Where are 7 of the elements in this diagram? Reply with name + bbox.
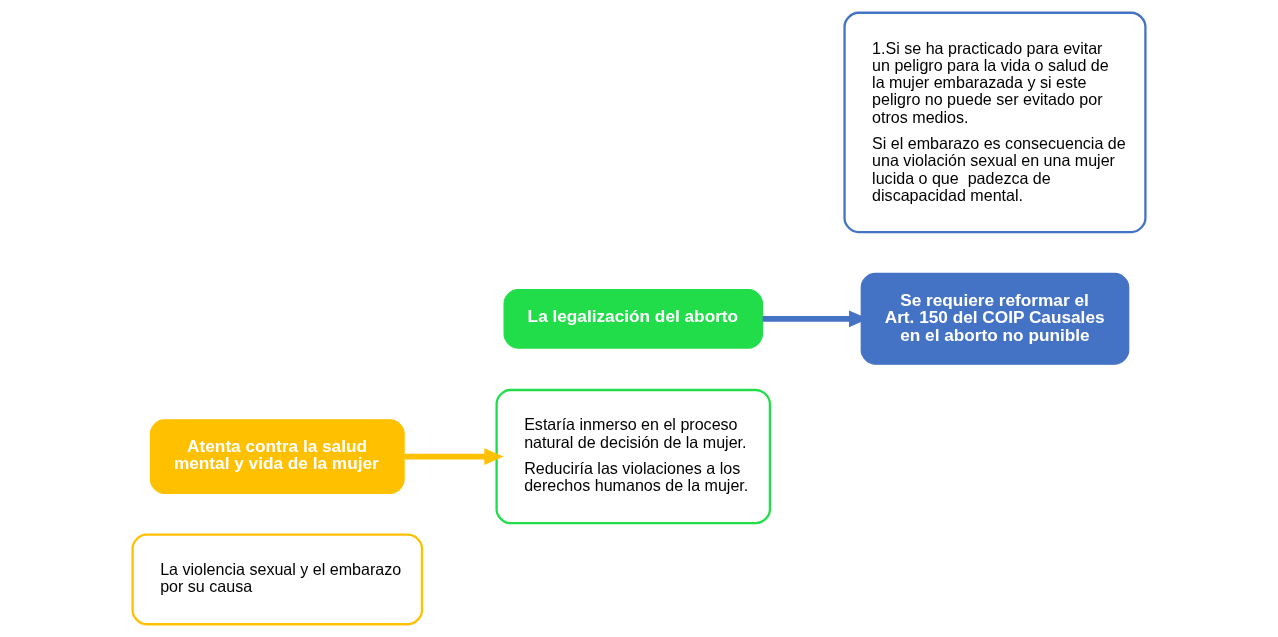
node-box: Se requiere reformar el Art. 150 del COIP Causales en el aborto no punible	[860, 272, 1130, 365]
node-box: La legalización del aborto	[503, 288, 763, 349]
node-box: Atenta contra la salud mental y vida de la mujer	[149, 419, 405, 494]
arrow	[404, 448, 504, 465]
node-box: Estaría inmerso en el proceso natural de decisión de la mujer. Reduciría las violaciones a los derechos humanos de la mujer.	[495, 388, 772, 525]
node-box: 1.Si se ha practicado para evitar un peligro para la vida o salud de la mujer embarazada y si este peligro no puede ser evitado por otros medios. Si el embarazo es consecuencia de una violación sexual en una mujer lucida o que padezca de discapacidad mental.	[843, 11, 1147, 234]
node-box: La violencia sexual y el embarazo por su causa	[131, 533, 424, 626]
